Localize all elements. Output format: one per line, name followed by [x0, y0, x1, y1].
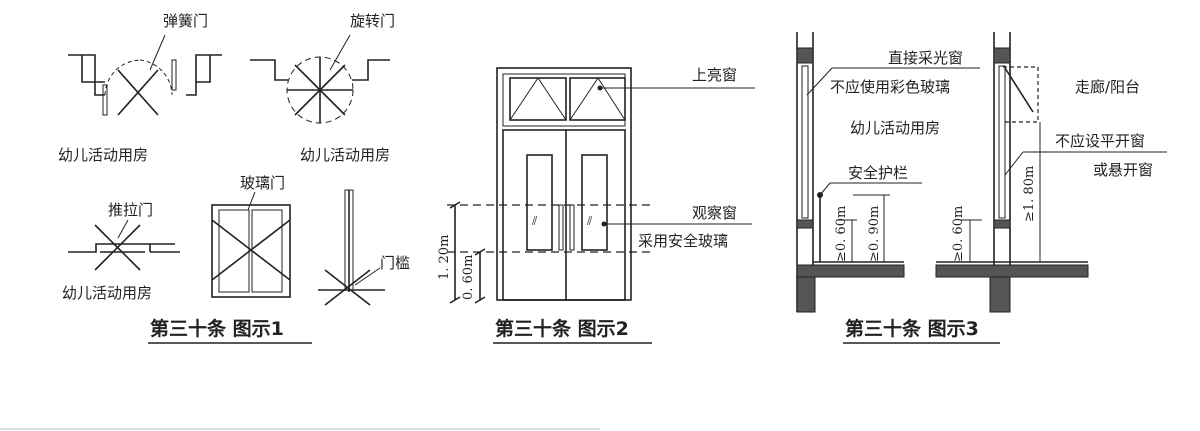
no-color-glass-label: 不应使用彩色玻璃 — [830, 78, 950, 96]
spring-door-label: 弹簧门 — [163, 12, 208, 30]
figure-2: ⫽ ⫽ 上亮窗 观察窗 采用安全玻璃 1. 20m 0. 60m 第三十条 图示… — [437, 66, 755, 344]
figure-2-caption: 第三十条 图示2 — [495, 317, 629, 340]
direct-window-label: 直接采光窗 — [888, 49, 963, 67]
or-hung-label: 或悬开窗 — [1093, 161, 1153, 179]
threshold-section — [318, 189, 385, 306]
dim-rail: ≥0. 90m — [867, 206, 882, 262]
spring-door-plan — [68, 34, 222, 116]
observation-window-label: 观察窗 — [692, 204, 737, 222]
sliding-door-plan — [68, 219, 180, 271]
figure-3: 直接采光窗 不应使用彩色玻璃 幼儿活动用房 安全护栏 ≥0. 60m ≥0. 9… — [796, 32, 1167, 344]
transom-label: 上亮窗 — [692, 66, 737, 84]
dim-1-80m: ≥1. 80m — [1022, 166, 1037, 222]
room-label-c: 幼儿活动用房 — [62, 284, 152, 302]
corridor-label: 走廊/阳台 — [1075, 78, 1140, 96]
glass-door-label: 玻璃门 — [240, 174, 285, 192]
figure-1-caption: 第三十条 图示1 — [150, 317, 284, 340]
glass-hatch-icon: ⫽ — [531, 214, 538, 228]
safety-glass-label: 采用安全玻璃 — [638, 232, 728, 250]
revolving-door-plan — [250, 34, 390, 124]
dim-1-20m: 1. 20m — [437, 235, 452, 280]
threshold-label: 门槛 — [380, 254, 410, 272]
guardrail-label: 安全护栏 — [848, 164, 908, 182]
room-label-a: 幼儿活动用房 — [58, 146, 148, 164]
dim-0-60m: 0. 60m — [461, 255, 476, 300]
no-casement-label: 不应设平开窗 — [1055, 132, 1145, 150]
dim-sill-b: ≥0. 60m — [951, 206, 966, 262]
section-right — [935, 32, 1167, 313]
room-label-b: 幼儿活动用房 — [300, 146, 390, 164]
glass-door-elevation — [211, 191, 291, 298]
glass-hatch-icon: ⫽ — [586, 214, 593, 228]
figure-3-caption: 第三十条 图示3 — [845, 317, 979, 340]
section-left — [796, 32, 980, 313]
room-label: 幼儿活动用房 — [850, 119, 940, 137]
dim-sill-a: ≥0. 60m — [834, 206, 849, 262]
double-door-elevation: ⫽ ⫽ — [447, 67, 755, 304]
revolving-door-label: 旋转门 — [350, 12, 395, 30]
sliding-door-label: 推拉门 — [108, 201, 153, 219]
figure-1: 弹簧门 旋转门 幼儿活动用房 幼儿活动用房 推拉门 玻璃门 — [58, 12, 410, 344]
